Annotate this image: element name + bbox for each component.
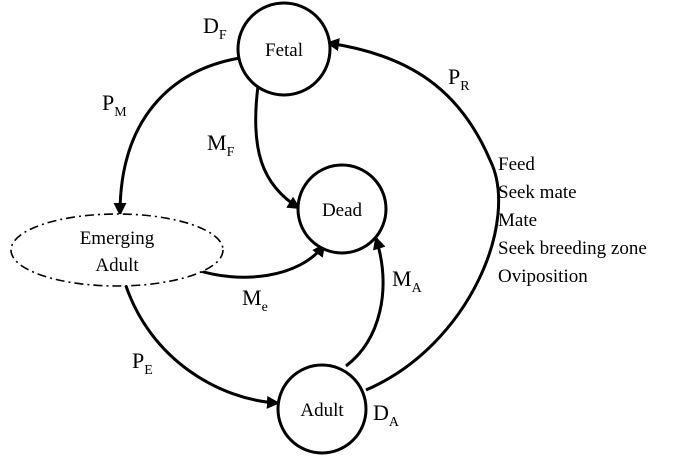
label-pr-main: P: [448, 64, 460, 89]
edge-emerging-to-dead: [193, 243, 326, 279]
label-ma-main: M: [392, 266, 412, 291]
label-mf-main: M: [207, 130, 227, 155]
label-df-sub: F: [219, 28, 227, 43]
label-pm: PM: [102, 90, 127, 120]
label-pm-main: P: [102, 90, 114, 115]
label-df: DF: [203, 13, 227, 43]
dead-node-label: Dead: [322, 200, 363, 221]
label-pm-sub: M: [114, 105, 127, 120]
label-da: DA: [373, 400, 400, 430]
label-pe-sub: E: [144, 363, 153, 378]
activity-item: Feed: [498, 154, 535, 175]
activity-item: Seek mate: [498, 182, 577, 203]
label-pe-main: P: [132, 348, 144, 373]
label-ma-sub: A: [412, 281, 423, 296]
edge-adult-to-dead: [345, 236, 386, 368]
label-da-main: D: [373, 400, 389, 425]
label-df-main: D: [203, 13, 219, 38]
adult-node-label: Adult: [300, 400, 344, 421]
label-pe: PE: [132, 348, 153, 378]
emerging-adult-label-line1: Emerging: [80, 228, 155, 249]
activity-item: Oviposition: [498, 266, 588, 287]
edge-fetal-to-emerging: [113, 56, 241, 216]
emerging-adult-node: [10, 213, 224, 287]
label-mf-sub: F: [227, 145, 235, 160]
label-me-main: M: [242, 285, 262, 310]
label-me: Me: [242, 285, 268, 315]
edge-fetal-to-dead: [254, 85, 301, 210]
activity-item: Mate: [498, 210, 537, 231]
fetal-node-label: Fetal: [265, 40, 303, 61]
edge-adult-to-fetal: [326, 38, 500, 392]
label-ma: MA: [392, 266, 423, 296]
label-da-sub: A: [389, 415, 400, 430]
emerging-adult-label-line2: Adult: [95, 255, 139, 276]
label-mf: MF: [207, 130, 235, 160]
activity-list: Feed Seek mate Mate Seek breeding zone O…: [498, 154, 647, 287]
activity-item: Seek breeding zone: [498, 238, 647, 259]
label-me-sub: e: [262, 300, 268, 315]
label-pr: PR: [448, 64, 470, 94]
adult-node: [276, 363, 368, 455]
edge-emerging-to-adult: [123, 282, 280, 409]
fetal-node: [236, 1, 332, 97]
label-pr-sub: R: [460, 79, 470, 94]
dead-node: [296, 163, 388, 255]
